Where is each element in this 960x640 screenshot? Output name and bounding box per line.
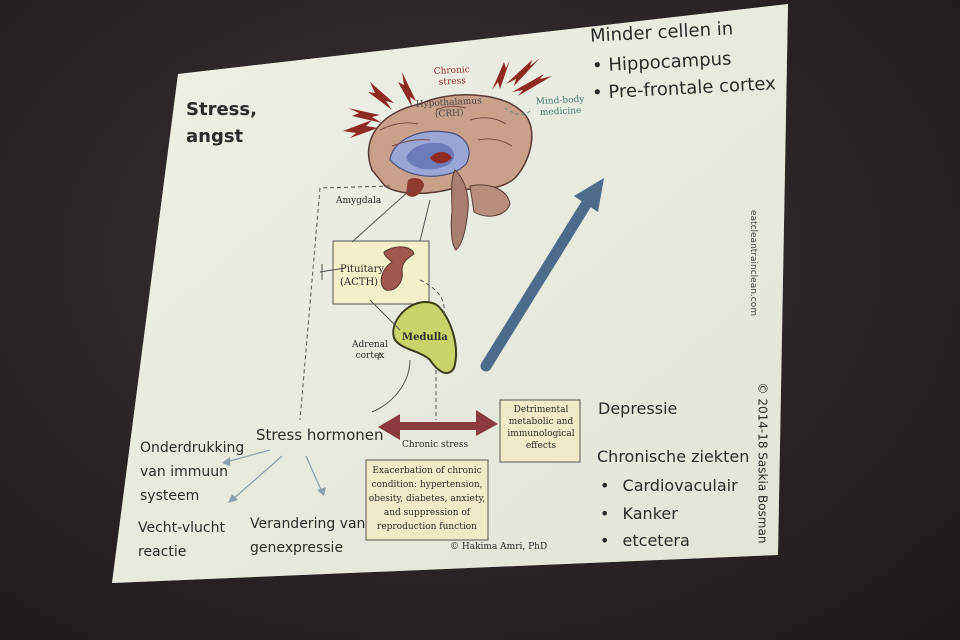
pituitary-line2: (ACTH)	[340, 277, 379, 288]
exacerbation-text: Exacerbation of chronic condition: hyper…	[368, 464, 486, 534]
chronic-stress-top-label: Chronic stress	[433, 65, 470, 89]
chronic-item-etcetera: • etcetera	[600, 531, 690, 550]
detrimental-box	[499, 399, 581, 463]
detrimental-line3: immunological	[507, 429, 575, 439]
slide-title-line2: angst	[186, 126, 244, 147]
increase-arrow-icon	[480, 178, 604, 372]
exacerbation-line1: Exacerbation of chronic	[372, 466, 482, 476]
vertical-copyright: © 2014-18 Saskia Bosman	[755, 382, 770, 544]
pituitary-label: Pituitary (ACTH)	[340, 263, 384, 289]
vecht-vlucht-label: Vecht-vlucht reactie	[138, 516, 225, 564]
diagram-connectors	[299, 107, 533, 421]
chronic-item-kanker: • Kanker	[600, 504, 678, 523]
slide-title-line1: Stress,	[186, 99, 257, 120]
detrimental-line1: Detrimental	[513, 405, 569, 415]
detrimental-text: Detrimental metabolic and immunological …	[503, 404, 579, 452]
hypothalamus-label: Hypothalamus (CRH)	[415, 96, 482, 121]
hormone-effect-arrows	[222, 449, 326, 503]
onderdrukking-line1: Onderdrukking	[140, 440, 245, 456]
onderdrukking-label: Onderdrukking van immuun systeem	[140, 436, 244, 508]
chronic-stress-top-line2: stress	[438, 76, 467, 88]
vecht-line2: reactie	[138, 544, 187, 560]
adrenal-gland	[392, 301, 458, 375]
adrenal-line1: Adrenal	[352, 340, 388, 350]
chronic-stress-mid-label: Chronic stress	[402, 440, 469, 450]
mind-body-label: Mind-body medicine	[535, 95, 585, 120]
detrimental-line2: metabolic and	[508, 417, 574, 427]
cardiovaculair-label: Cardiovaculair	[622, 476, 738, 495]
etcetera-label: etcetera	[622, 531, 690, 550]
detrimental-line4: effects	[525, 441, 557, 451]
medulla-label: Medulla	[402, 332, 448, 343]
vertical-url: eatcleantrainclean.com	[748, 209, 759, 317]
stress-burst-icons	[343, 58, 552, 138]
stress-hormonen-label: Stress hormonen	[256, 426, 384, 444]
kanker-label: Kanker	[622, 504, 678, 523]
adrenal-cortex-label: Adrenal cortex	[352, 340, 388, 362]
exacerbation-line2: condition: hypertension,	[371, 480, 483, 490]
slide-shading	[112, 4, 788, 583]
verandering-line1: Verandering van	[250, 516, 366, 532]
onderdrukking-line2: van immuun	[140, 464, 228, 480]
pituitary-panel	[332, 240, 430, 305]
exacerbation-line4: and suppression of	[383, 508, 471, 518]
chronic-item-cardiovaculair: • Cardiovaculair	[600, 476, 738, 495]
onderdrukking-line3: systeem	[140, 488, 200, 504]
adrenal-line2: cortex	[355, 351, 385, 361]
verandering-line2: genexpressie	[250, 540, 344, 556]
verandering-label: Verandering van genexpressie	[250, 512, 365, 560]
exacerbation-line3: obesity, diabetes, anxiety,	[368, 494, 486, 504]
chronische-ziekten-heading: Chronische ziekten	[597, 447, 750, 466]
chronic-stress-double-arrow-icon	[378, 410, 498, 440]
exacerbation-box	[365, 459, 489, 541]
vecht-line1: Vecht-vlucht	[138, 520, 225, 536]
exacerbation-line5: reproduction function	[377, 522, 477, 532]
figure-credit: © Hakima Amri, PhD	[450, 542, 548, 552]
amygdala-label: Amygdala	[336, 196, 382, 206]
brain-illustration	[367, 94, 533, 251]
pituitary-line1: Pituitary	[340, 264, 384, 275]
depressie-label: Depressie	[598, 399, 678, 418]
